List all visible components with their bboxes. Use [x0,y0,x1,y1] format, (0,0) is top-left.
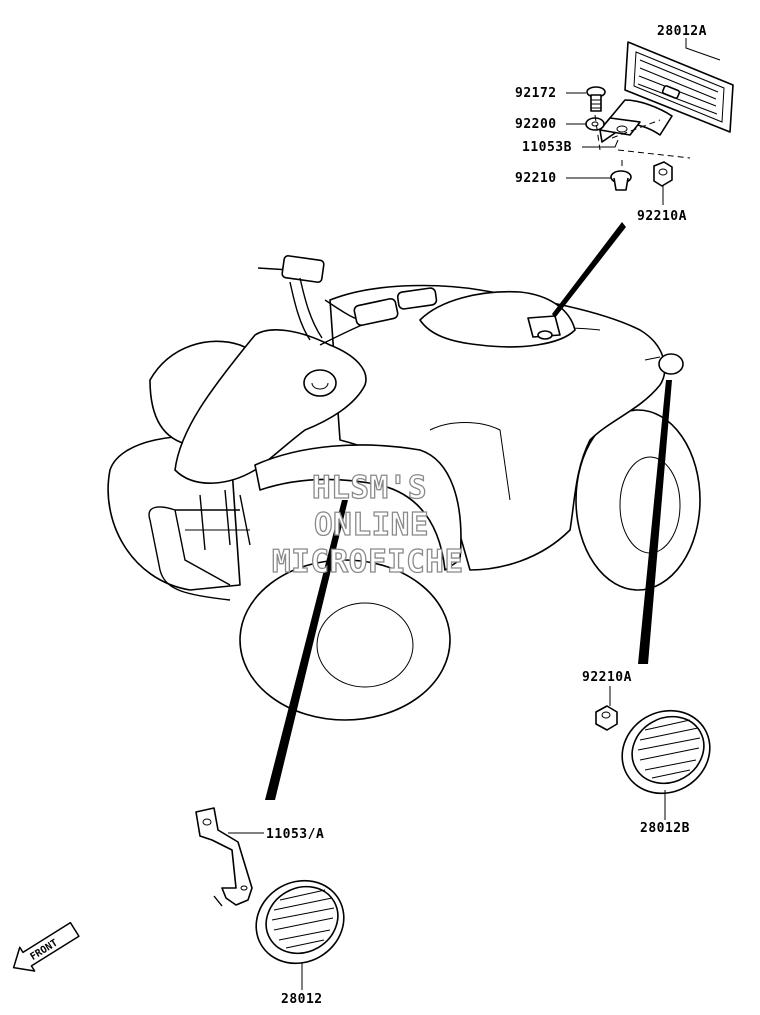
atv-illustration [107,255,701,721]
nut-rear-icon [653,161,673,187]
label-leader-lines [228,38,721,990]
label-washer: 92200 [515,117,557,132]
label-grommet: 92210 [515,171,557,186]
reflector-rear-center-icon [624,41,734,133]
watermark-line-3: MICROFICHE [272,544,464,580]
side-reflector-left-assembly [195,807,345,965]
front-arrow: FRONT [12,921,80,972]
label-bracket-rear: 11053B [522,140,572,155]
label-nut-rear: 92210A [637,209,687,224]
label-bracket-front: 11053/A [266,827,324,842]
bracket-rear-icon [599,99,673,143]
watermark-line-2: ONLINE [314,507,429,543]
bracket-front-icon [195,807,253,907]
label-nut-side: 92210A [582,670,632,685]
reflector-side-right-icon [621,709,711,795]
reflector-side-left-icon [255,879,345,965]
label-reflector-rear-center: 28012A [657,24,707,39]
washer-icon [585,117,605,131]
nut-side-icon [595,705,618,731]
rear-reflector-assembly [585,41,734,191]
side-reflector-right-assembly [595,705,711,795]
label-bolt: 92172 [515,86,557,101]
leader-wedges [265,222,672,800]
label-reflector-side-right: 28012B [640,821,690,836]
label-reflector-side-left: 28012 [281,992,323,1007]
watermark-line-1: HLSM'S [312,470,427,506]
grommet-icon [610,170,632,191]
bolt-icon [586,86,606,112]
watermark: HLSM'S ONLINE MICROFICHE [271,469,464,580]
part-labels: 28012A 92172 92200 11053B 92210 92210A 9… [266,24,707,1007]
